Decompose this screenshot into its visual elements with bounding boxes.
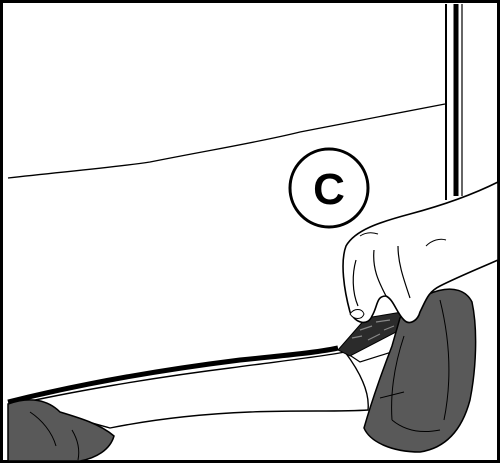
cover-sheet	[12, 322, 402, 428]
step-marker: C	[290, 149, 368, 227]
step-label: C	[313, 165, 345, 214]
